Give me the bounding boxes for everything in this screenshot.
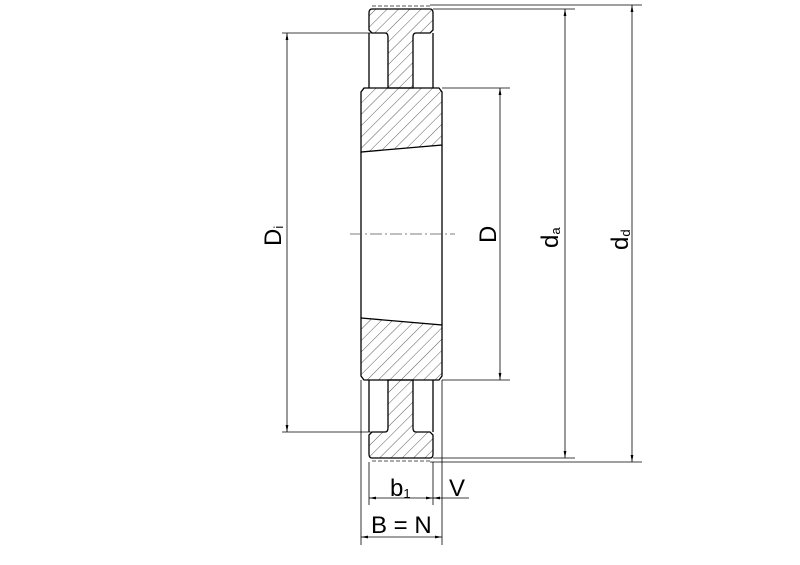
label-D: D (475, 226, 502, 243)
label-V: V (449, 475, 465, 502)
dimension-Di (282, 32, 372, 433)
label-B-equals-N: B = N (371, 512, 432, 539)
dimension-b1-V (360, 380, 469, 545)
top-rim-section (368, 8, 434, 89)
bottom-hub-section (360, 317, 443, 381)
label-dd: dd (607, 229, 634, 250)
top-hub-section (360, 87, 443, 153)
label-Di: Di (260, 226, 287, 246)
dimension-dd (430, 4, 642, 463)
bottom-rim-section (368, 379, 434, 459)
label-b1: b1 (390, 475, 411, 502)
dimension-D (442, 87, 510, 381)
label-da: da (537, 227, 564, 248)
dimension-da (433, 8, 575, 459)
